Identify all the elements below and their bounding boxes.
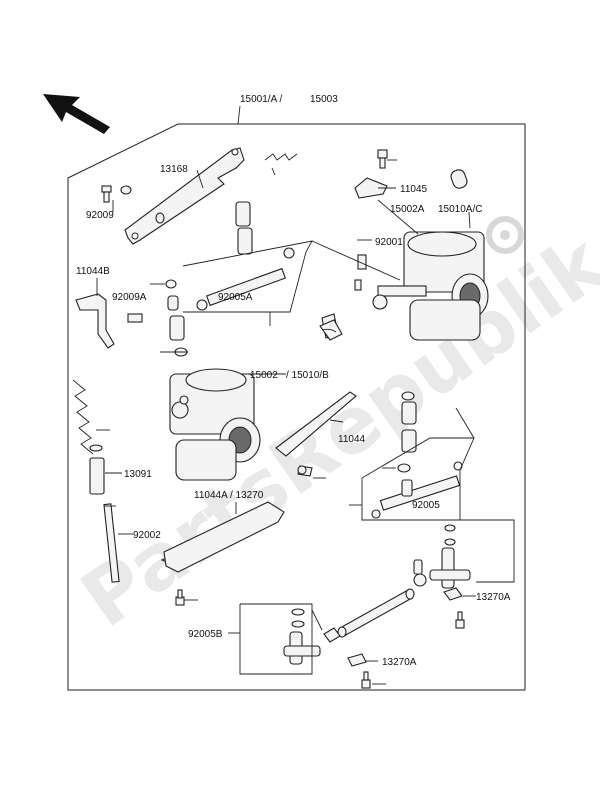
label-13091: 13091 xyxy=(124,469,152,480)
fuel-tee-right xyxy=(413,524,471,629)
label-11044: 11044 xyxy=(338,434,366,445)
collar-13091 xyxy=(89,444,105,495)
screw-92009 xyxy=(101,185,165,224)
label-13270A-right: 13270A xyxy=(476,592,511,603)
spring-long xyxy=(72,379,94,455)
label-11044B: 11044B xyxy=(76,266,110,277)
label-11045: 11045 xyxy=(400,184,428,195)
label-92005B: 92005B xyxy=(188,629,223,640)
label-15002: 15002 xyxy=(250,370,278,381)
fuel-hose xyxy=(337,588,415,638)
label-13168: 13168 xyxy=(160,164,188,175)
bracket-13168 xyxy=(124,147,245,245)
label-92009A: 92009A xyxy=(112,292,147,303)
watermark: PartsRepublik xyxy=(66,217,600,645)
fuel-joint-92005 xyxy=(371,391,463,519)
label-15010B: / 15010/B xyxy=(286,370,329,381)
label-92002: 92002 xyxy=(133,530,161,541)
carburetor-left xyxy=(169,368,261,481)
bracket-11044A xyxy=(160,501,285,573)
label-15010AC: 15010A/C xyxy=(438,204,482,215)
label-92009: 92009 xyxy=(86,210,114,221)
bolt-lower xyxy=(175,589,185,606)
fuel-tee-lower xyxy=(283,608,371,689)
gear-watermark-icon xyxy=(486,216,524,254)
label-11044A-13270: 11044A / 13270 xyxy=(194,490,264,501)
carburetor-right xyxy=(321,149,489,341)
label-13270A-lower: 13270A xyxy=(382,657,417,668)
label-15002A: 15002A xyxy=(390,204,425,215)
direction-arrow-icon xyxy=(43,94,110,134)
assembly-frame xyxy=(67,123,526,691)
bracket-11044 xyxy=(275,391,357,477)
bracket-11044B xyxy=(75,293,343,349)
fuel-joint-92005A xyxy=(165,201,295,357)
label-92005: 92005 xyxy=(412,500,440,511)
watermark-text: PartsRepublik xyxy=(66,217,600,645)
spring-top xyxy=(264,153,298,176)
label-92001: 92001 xyxy=(375,237,403,248)
label-92005A: 92005A xyxy=(218,292,253,303)
label-15001: 15001/A / xyxy=(240,94,282,105)
label-15003: 15003 xyxy=(310,94,338,105)
shaft-92002 xyxy=(103,503,120,583)
